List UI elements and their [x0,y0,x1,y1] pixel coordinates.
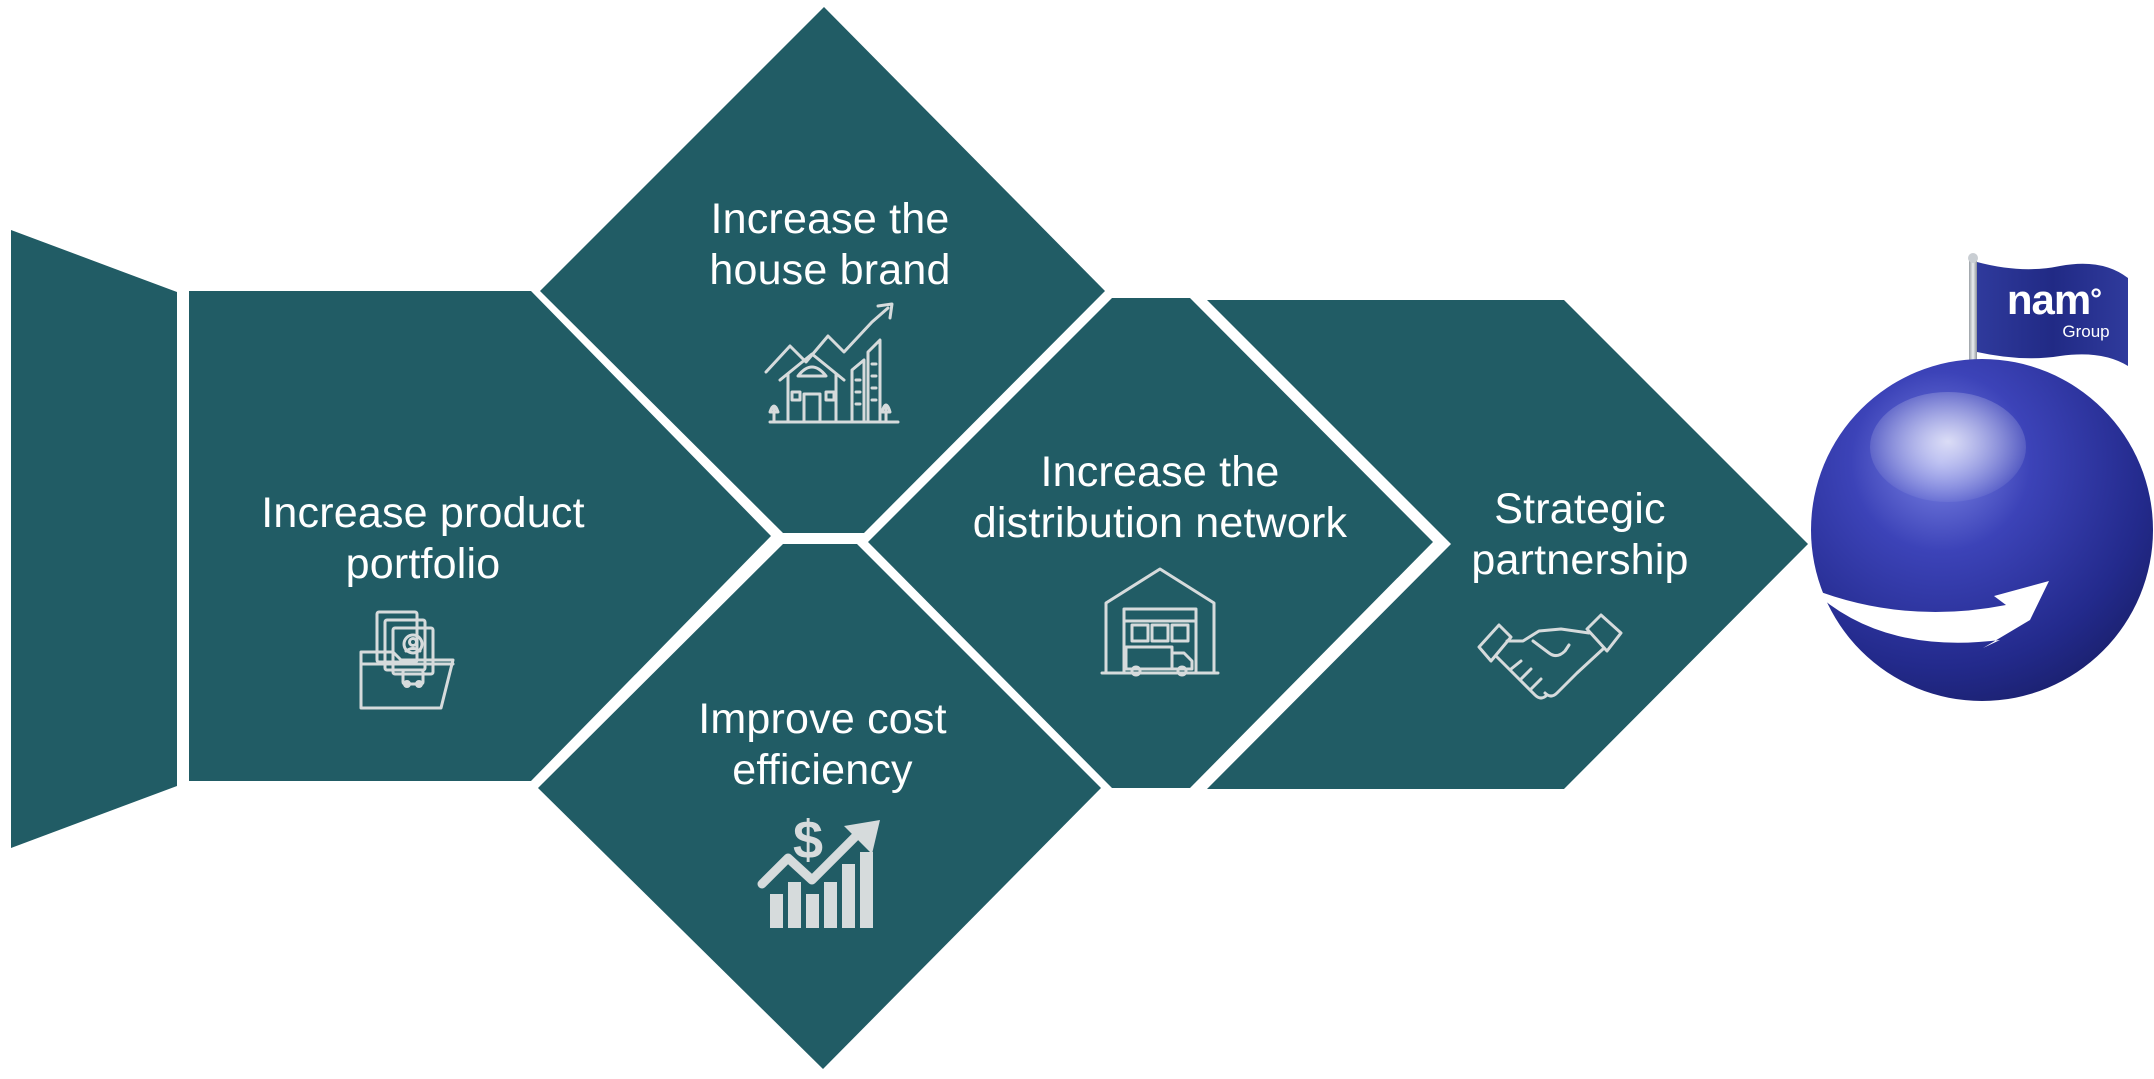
nam-group-logo [1810,253,2153,701]
step-label-brand-line2: house brand [709,246,951,294]
logo-wordmark: nam° [1994,278,2114,322]
svg-text:$: $ [793,810,823,870]
step-label-brand: Increase the house brand [630,194,1030,296]
block-product-portfolio [189,291,771,781]
folder-portfolio-icon [359,610,455,710]
step-label-partnership-line1: Strategic [1494,485,1666,533]
step-label-product-line1: Increase product [261,489,585,537]
step-label-product: Increase product portfolio [218,488,628,590]
step-label-cost: Improve cost efficiency [620,694,1025,796]
logo-shine [1870,392,2026,502]
logo-subtitle: Group [2062,322,2110,341]
step-label-cost-line2: efficiency [732,746,913,794]
house-growth-icon [764,302,900,424]
logo-brand: nam [2006,276,2091,323]
logo-flag [1977,262,2128,366]
step-label-brand-line1: Increase the [710,195,950,243]
funnel-mouth [11,230,177,848]
diagram-blocks [11,7,1808,1069]
block-distribution-network [868,298,1433,788]
block-house-brand [540,7,1105,533]
step-label-distribution: Increase the distribution network [930,447,1390,549]
flagpole [1969,258,1977,374]
logo-degree: ° [2090,283,2102,316]
warehouse-truck-icon [1100,567,1220,677]
step-label-distribution-line1: Increase the [1040,448,1280,496]
step-label-distribution-line2: distribution network [972,499,1348,547]
handshake-icon [1477,613,1623,700]
logo-swoosh-arrow [1810,581,2049,648]
step-label-cost-line1: Improve cost [698,695,947,743]
step-label-product-line2: portfolio [345,540,501,588]
step-label-partnership: Strategic partnership [1430,484,1730,586]
dollar-growth-chart-icon: $ [757,810,880,928]
step-label-partnership-line2: partnership [1471,536,1689,584]
block-strategic-partnership [1207,300,1808,789]
block-cost-efficiency [538,544,1101,1069]
